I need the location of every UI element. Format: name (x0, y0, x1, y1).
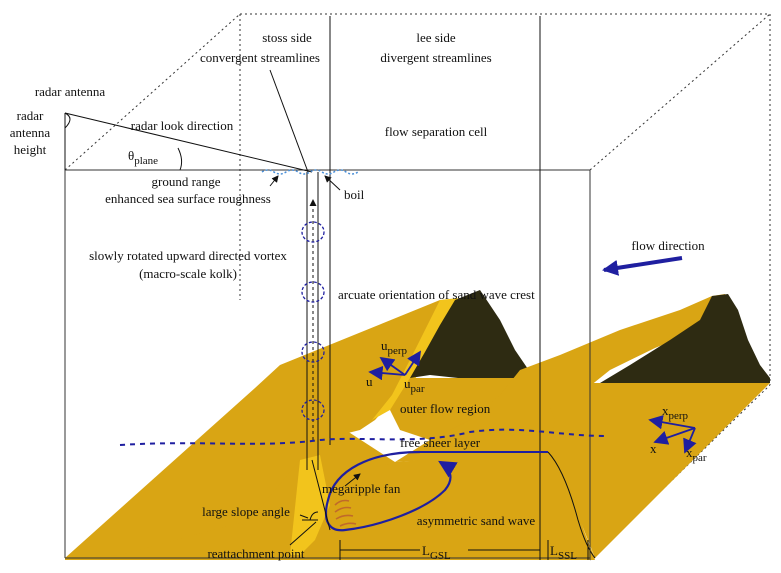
shear-dashed-line (119, 428, 606, 446)
u-vectors (368, 350, 421, 381)
box-front-edges (64, 169, 591, 560)
label-radar-height-2: antenna (10, 125, 51, 140)
u-par-main: u (404, 376, 411, 391)
x-par-sub: par (693, 452, 707, 464)
label-convergent: convergent streamlines (200, 50, 320, 65)
label-ground-range: ground range (152, 174, 221, 189)
label-u: u (366, 374, 373, 389)
megaripple-fan (334, 499, 357, 527)
asymmetric-sand-wave-profile (300, 452, 595, 558)
sand-wave-left (65, 300, 455, 558)
x-perp-main: x (662, 403, 669, 418)
separation-cell-loop (324, 450, 458, 532)
l-ssl-main: L (550, 543, 558, 558)
label-u-perp: uperp (381, 338, 408, 357)
label-arcuate: arcuate orientation of sand wave crest (338, 287, 535, 302)
label-radar-height-3: height (14, 142, 47, 157)
label-free-sheer-layer: free sheer layer (400, 435, 481, 450)
label-radar-look-direction: radar look direction (131, 118, 234, 133)
label-vortex-1: slowly rotated upward directed vortex (89, 248, 287, 263)
boil-pointer (324, 175, 341, 191)
label-u-par: upar (404, 376, 425, 395)
label-megaripple-fan: megaripple fan (322, 481, 401, 496)
label-divergent: divergent streamlines (380, 50, 491, 65)
l-ssl-sub: SSL (558, 550, 577, 562)
label-l-ssl: LSSL (550, 543, 577, 562)
length-dimensions (339, 540, 589, 560)
x-par-main: x (686, 445, 693, 460)
section-lines (306, 16, 541, 560)
label-stoss-side: stoss side (262, 30, 312, 45)
label-theta: θplane (128, 148, 158, 167)
u-par-sub: par (411, 383, 425, 395)
label-x-par: xpar (686, 445, 707, 464)
label-radar-antenna: radar antenna (35, 84, 106, 99)
roughness-pointer (269, 175, 279, 187)
label-flow-separation-cell: flow separation cell (385, 124, 488, 139)
label-x-perp: xperp (662, 403, 689, 422)
flow-direction-arrow (602, 256, 683, 276)
label-radar-height-1: radar (17, 108, 44, 123)
label-flow-direction: flow direction (631, 238, 705, 253)
reattachment-pointer (289, 521, 317, 546)
x-vectors (648, 415, 697, 454)
label-enhanced-roughness: enhanced sea surface roughness (105, 191, 271, 206)
label-x: x (650, 441, 657, 456)
l-gsl-sub: GSL (430, 550, 451, 562)
theta-subscript: plane (134, 155, 158, 167)
l-gsl-main: L (422, 543, 430, 558)
label-large-slope-angle: large slope angle (202, 504, 290, 519)
label-vortex-2: (macro-scale kolk) (139, 266, 237, 281)
label-outer-flow-region: outer flow region (400, 401, 491, 416)
radar-geometry (64, 112, 313, 173)
theta-symbol: θ (128, 148, 134, 163)
convergent-streamline (269, 69, 309, 173)
label-reattachment-point: reattachment point (207, 546, 304, 561)
label-asymmetric-sand-wave: asymmetric sand wave (417, 513, 536, 528)
slope-angle-marks (299, 459, 331, 531)
label-boil: boil (344, 187, 365, 202)
left-crest-dark-face (410, 290, 540, 378)
right-lee-sand (540, 383, 770, 558)
sand-wave-right (395, 294, 730, 462)
sea-surface-roughness (261, 169, 359, 175)
megaripple-pointer (344, 473, 361, 487)
u-perp-main: u (381, 338, 388, 353)
trough-shadow (290, 455, 330, 555)
x-perp-sub: perp (669, 410, 689, 422)
right-crest-dark-face (600, 294, 770, 383)
label-l-gsl: LGSL (422, 543, 451, 562)
vortex-rings (301, 221, 325, 421)
u-perp-sub: perp (388, 345, 408, 357)
label-lee-side: lee side (416, 30, 456, 45)
